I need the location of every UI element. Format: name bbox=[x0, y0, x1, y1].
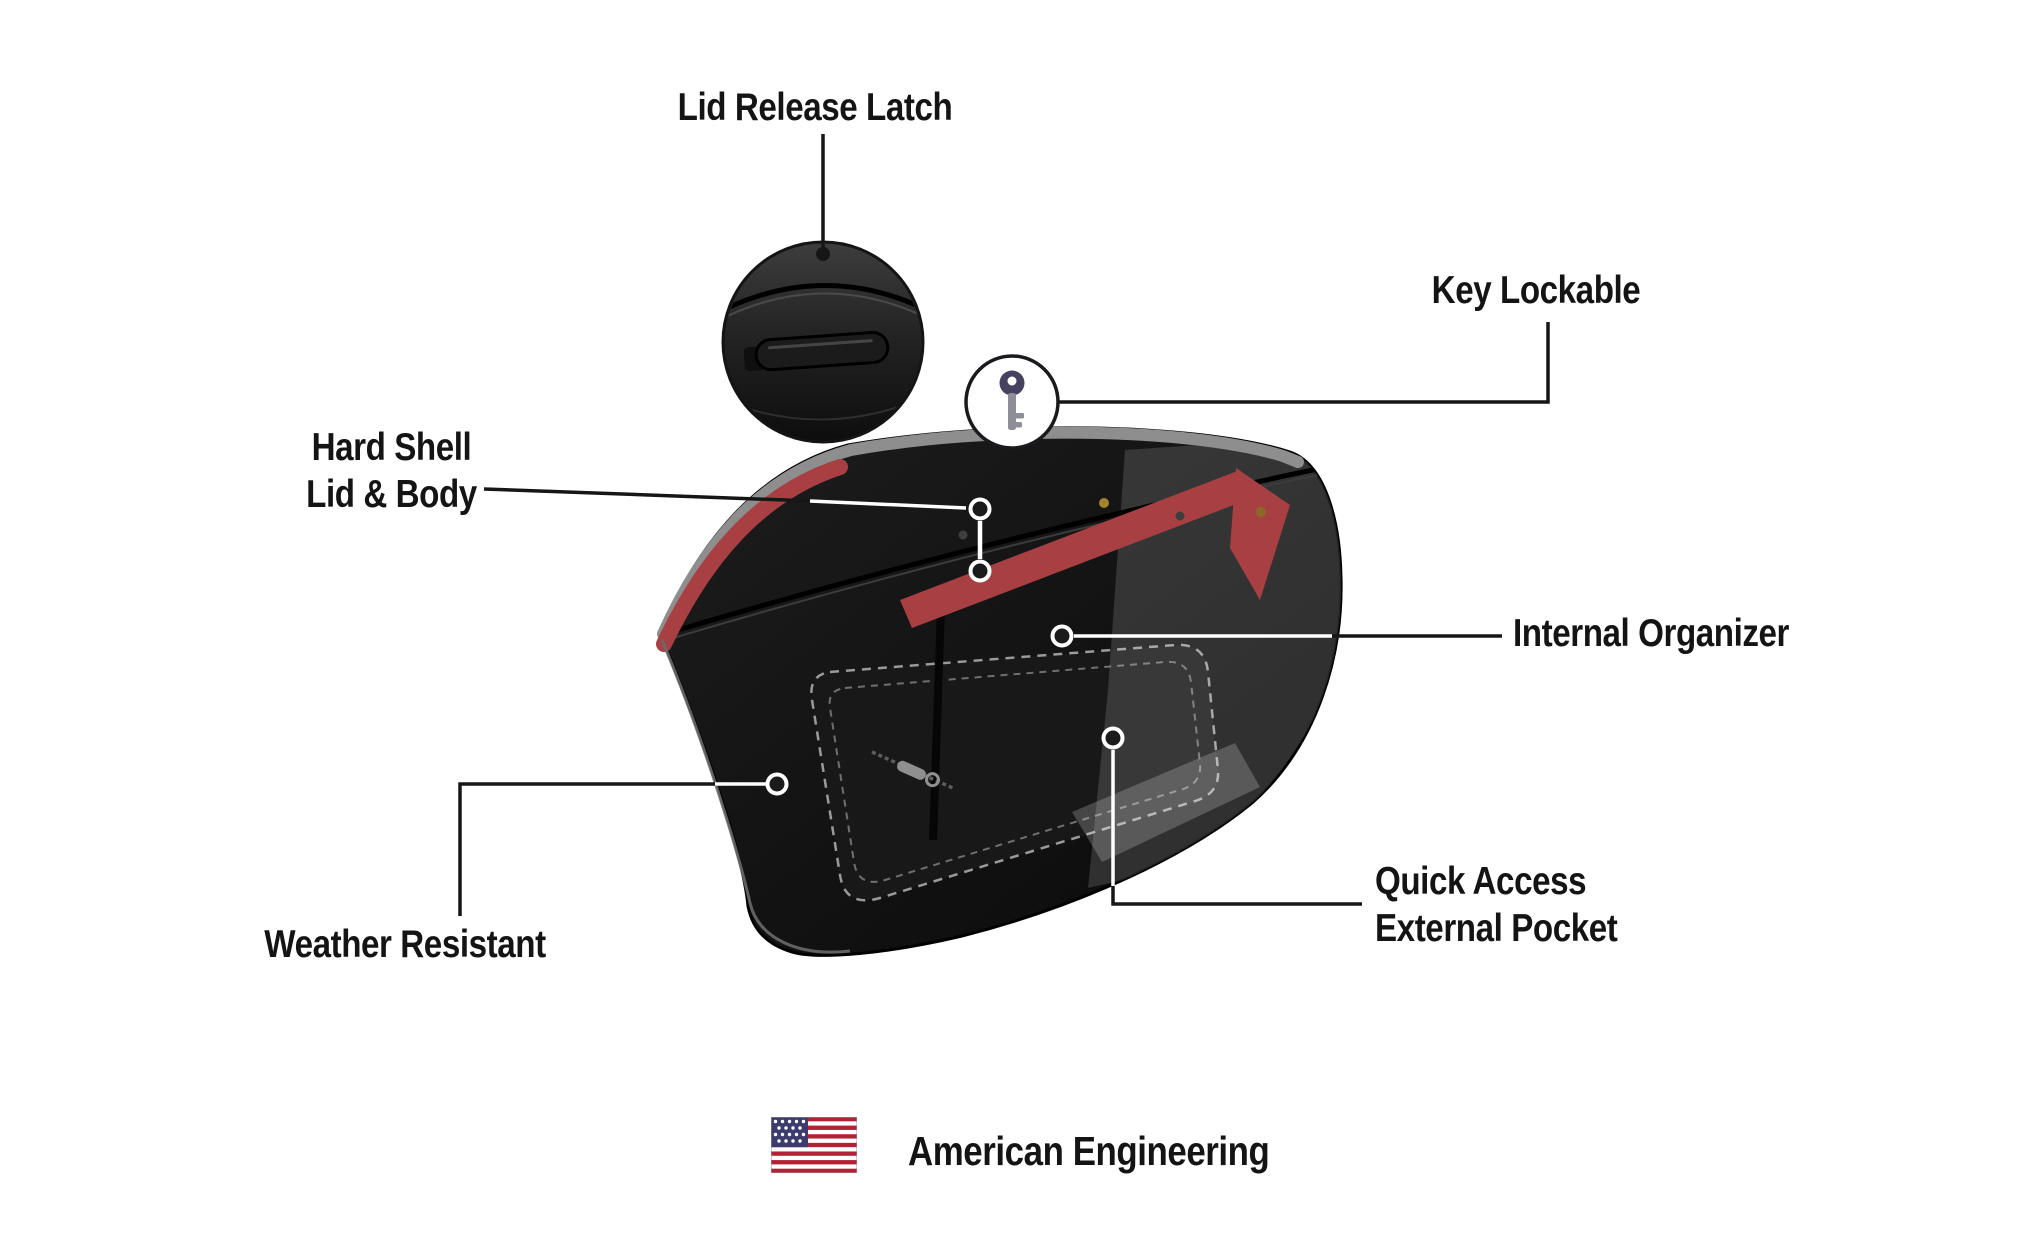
external-pocket bbox=[810, 643, 1220, 902]
hard-shell-line2: Lid & Body bbox=[306, 473, 477, 516]
rivet-gold bbox=[1099, 498, 1109, 508]
marker-hard-shell-body bbox=[968, 559, 992, 583]
red-edge-stripe bbox=[656, 459, 848, 652]
callout-label-lid-release-latch: Lid Release Latch bbox=[653, 84, 976, 131]
callout-label-quick-access: Quick Access External Pocket bbox=[1375, 858, 1660, 952]
rivet-gold bbox=[1256, 507, 1266, 517]
zipper-icon bbox=[871, 750, 956, 791]
rivet-dark bbox=[958, 530, 968, 540]
marker-hard-shell-lid bbox=[968, 497, 992, 521]
latch-detail-inset bbox=[721, 240, 925, 444]
edge-piping bbox=[660, 639, 851, 954]
rivet-dark bbox=[1175, 511, 1185, 521]
callout-label-key-lockable: Key Lockable bbox=[1413, 267, 1658, 314]
key-lockable-text: Key Lockable bbox=[1431, 269, 1641, 312]
lid-trim bbox=[657, 426, 1304, 640]
red-accent-arrow bbox=[1230, 468, 1290, 600]
key-icon bbox=[999, 370, 1025, 430]
callout-lines bbox=[458, 134, 1550, 916]
quick-access-line2: External Pocket bbox=[1375, 907, 1618, 950]
pocket-divider bbox=[929, 607, 945, 841]
latch-lever-icon bbox=[743, 331, 890, 372]
marker-internal-organizer bbox=[1050, 624, 1074, 648]
callout-label-weather-resistant: Weather Resistant bbox=[239, 921, 570, 968]
key-badge bbox=[964, 354, 1060, 450]
pocket-inner-stitch bbox=[828, 660, 1202, 883]
latch-callout-dot bbox=[816, 247, 830, 261]
callout-label-hard-shell: Hard Shell Lid & Body bbox=[276, 424, 477, 518]
lid-release-latch-text: Lid Release Latch bbox=[677, 86, 953, 129]
quick-access-line1: Quick Access bbox=[1375, 860, 1587, 903]
footer-label: American Engineering bbox=[908, 1128, 1333, 1175]
sheen-highlight bbox=[1088, 435, 1342, 888]
sheen-highlight-bright bbox=[1072, 743, 1260, 862]
saddlebag-illustration bbox=[656, 426, 1343, 957]
american-engineering-text: American Engineering bbox=[908, 1128, 1270, 1174]
weather-resistant-text: Weather Resistant bbox=[264, 923, 546, 966]
hard-shell-line1: Hard Shell bbox=[311, 426, 472, 469]
feature-markers bbox=[765, 497, 1125, 796]
us-flag-icon bbox=[770, 1116, 858, 1174]
on-bag-callout-lines bbox=[715, 499, 1332, 886]
marker-quick-access-pocket bbox=[1101, 726, 1125, 750]
callout-label-internal-organizer: Internal Organizer bbox=[1513, 610, 1838, 657]
quick-callout-line bbox=[1111, 884, 1362, 906]
weather-callout-line bbox=[458, 782, 722, 916]
hardshell-callout-line bbox=[483, 487, 813, 503]
red-accent-stripe bbox=[900, 470, 1252, 628]
key-callout-line bbox=[1057, 322, 1550, 404]
internal-organizer-text: Internal Organizer bbox=[1513, 612, 1790, 655]
marker-weather-resistant bbox=[765, 772, 789, 796]
